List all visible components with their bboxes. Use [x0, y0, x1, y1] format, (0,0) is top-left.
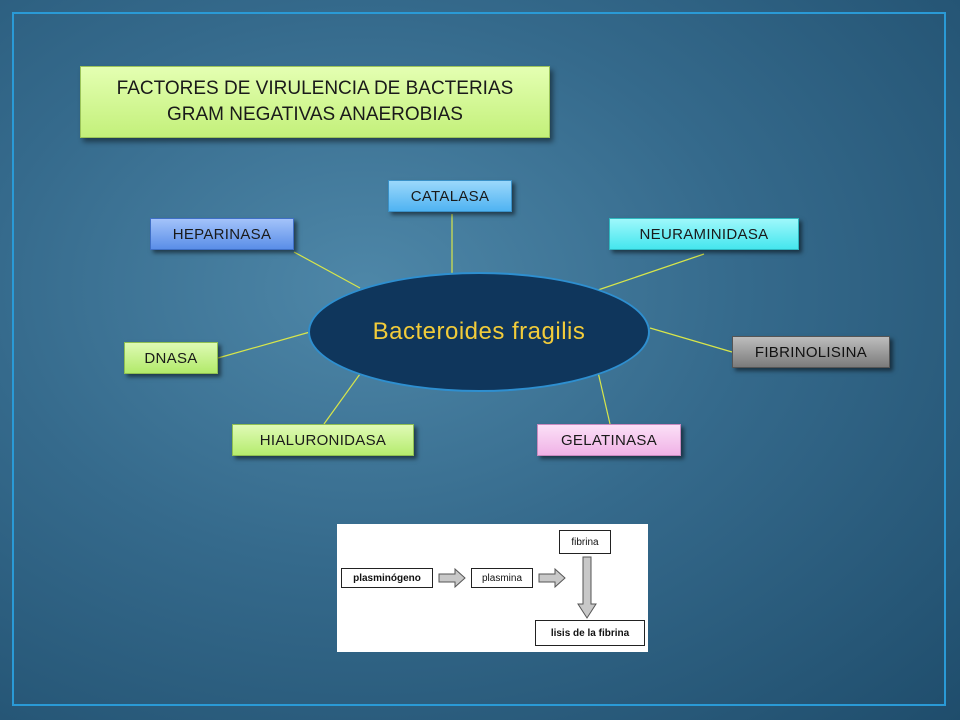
node-catalasa: CATALASA: [388, 180, 512, 212]
center-label: Bacteroides fragilis: [372, 318, 586, 345]
node-heparinasa: HEPARINASA: [150, 218, 294, 250]
connector-dnasa: [217, 331, 311, 359]
arrow-down: [577, 556, 597, 619]
flow-box-plasmina: plasmina: [471, 568, 533, 588]
node-neuraminidasa: NEURAMINIDASA: [609, 218, 799, 250]
node-gelatinasa: GELATINASA: [537, 424, 681, 456]
node-fibrinolisina: FIBRINOLISINA: [732, 336, 890, 368]
connector-gelatinasa: [597, 371, 611, 425]
fibrinolysis-diagram: plasminógeno plasmina fibrina lisis de l…: [337, 524, 648, 652]
flow-box-plasminogeno: plasminógeno: [341, 568, 433, 588]
connector-hialuronidasa: [323, 373, 361, 425]
flow-box-lisis: lisis de la fibrina: [535, 620, 645, 646]
flow-arrows: [438, 556, 597, 619]
arrow-right-1: [438, 567, 466, 589]
title-line-2: GRAM NEGATIVAS ANAEROBIAS: [167, 104, 463, 125]
node-dnasa: DNASA: [124, 342, 218, 374]
slide-title: FACTORES DE VIRULENCIA DE BACTERIAS GRAM…: [80, 66, 550, 138]
title-line-1: FACTORES DE VIRULENCIA DE BACTERIAS: [116, 77, 514, 99]
connector-heparinasa: [293, 251, 361, 289]
node-hialuronidasa: HIALURONIDASA: [232, 424, 414, 456]
slide-frame: [12, 12, 946, 706]
connector-fibrinolisina: [649, 327, 733, 353]
center-node: Bacteroides fragilis: [308, 272, 650, 392]
flow-box-fibrina: fibrina: [559, 530, 611, 554]
connector-neuraminidasa: [597, 253, 705, 291]
arrow-right-2: [538, 567, 566, 589]
